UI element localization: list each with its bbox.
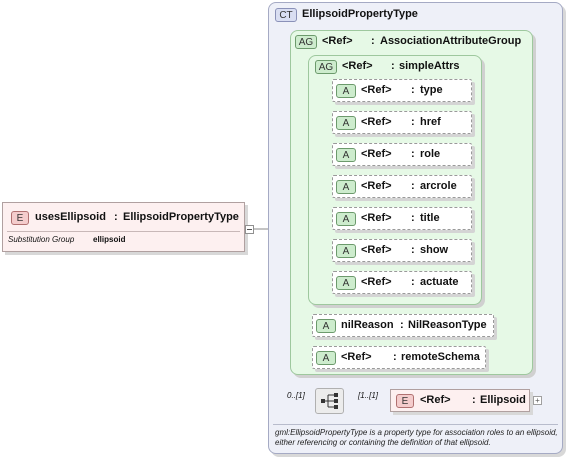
remote-schema-name: remoteSchema [401,351,480,363]
element-name: usesEllipsoid [35,211,106,223]
ct-description: gml:EllipsoidPropertyType is a property … [275,428,558,447]
attribute-href[interactable]: A <Ref> : href [332,111,472,134]
attribute-separator: : [411,276,415,288]
element-badge: E [11,211,29,225]
attribute-badge: A [316,319,336,333]
collapse-toggle[interactable] [245,225,254,234]
sequence-compositor-icon[interactable] [315,388,344,414]
ellipsoid-name: Ellipsoid [480,394,526,406]
ct-name: EllipsoidPropertyType [302,8,418,20]
attribute-actuate[interactable]: A <Ref> : actuate [332,271,472,294]
attribute-ref: <Ref> [361,148,392,160]
attribute-arcrole[interactable]: A <Ref> : arcrole [332,175,472,198]
attribute-separator: : [411,212,415,224]
simple-attrs-ref: <Ref> [342,60,373,72]
attribute-name: arcrole [420,180,457,192]
attribute-badge: A [336,180,356,194]
attribute-ref: <Ref> [361,244,392,256]
attribute-ref: <Ref> [361,212,392,224]
attribute-badge: A [336,212,356,226]
element-divider [7,231,240,232]
nil-reason-name: nilReason [341,319,394,331]
attribute-ref: <Ref> [361,180,392,192]
element-uses-ellipsoid[interactable]: E usesEllipsoid : EllipsoidPropertyType … [2,202,245,252]
ag-badge: AG [295,35,317,49]
minus-icon [247,229,252,230]
remote-schema-separator: : [393,351,397,363]
attribute-name: type [420,84,443,96]
attribute-separator: : [411,84,415,96]
attribute-badge: A [336,244,356,258]
attribute-ref: <Ref> [361,116,392,128]
attribute-name: actuate [420,276,459,288]
attribute-badge: A [336,84,356,98]
attribute-separator: : [411,244,415,256]
simple-attrs-name: simpleAttrs [399,60,460,72]
simple-attrs-separator: : [391,60,395,72]
ellipsoid-badge: E [396,394,414,408]
ag-name: AssociationAttributeGroup [380,35,522,47]
nil-reason-separator: : [400,319,404,331]
nil-reason-type: NilReasonType [408,319,487,331]
attribute-role[interactable]: A <Ref> : role [332,143,472,166]
attribute-name: show [420,244,449,256]
element-separator: : [114,211,118,223]
attribute-badge: A [336,116,356,130]
attribute-nil-reason[interactable]: A nilReason : NilReasonType [312,314,494,337]
substitution-group-label: Substitution Group [8,235,75,244]
remote-schema-ref: <Ref> [341,351,372,363]
attribute-ref: <Ref> [361,84,392,96]
ellipsoid-separator: : [472,394,476,406]
attribute-ref: <Ref> [361,276,392,288]
attribute-remote-schema[interactable]: A <Ref> : remoteSchema [312,346,486,369]
simple-attrs-badge: AG [315,60,337,74]
attribute-separator: : [411,180,415,192]
ag-ref: <Ref> [322,35,353,47]
attribute-show[interactable]: A <Ref> : show [332,239,472,262]
attribute-name: href [420,116,441,128]
attribute-name: role [420,148,441,160]
ellipsoid-ref: <Ref> [420,394,451,406]
ct-badge: CT [275,8,297,22]
sequence-glyph-icon [321,393,338,409]
substitution-group-value: ellipsoid [93,235,126,244]
ag-separator: : [371,35,375,47]
ct-description-divider [273,424,558,425]
attribute-badge: A [316,351,336,365]
attribute-separator: : [411,116,415,128]
attribute-badge: A [336,148,356,162]
attribute-badge: A [336,276,356,290]
sequence-occurs: [1..[1] [358,391,379,400]
attribute-separator: : [411,148,415,160]
element-type: EllipsoidPropertyType [123,211,239,223]
attribute-type[interactable]: A <Ref> : type [332,79,472,102]
expand-toggle[interactable]: + [533,396,542,405]
attribute-name: title [420,212,440,224]
attribute-title[interactable]: A <Ref> : title [332,207,472,230]
sequence-min-occurs: 0..[1] [287,391,305,400]
element-ellipsoid[interactable]: E <Ref> : Ellipsoid [390,389,530,412]
